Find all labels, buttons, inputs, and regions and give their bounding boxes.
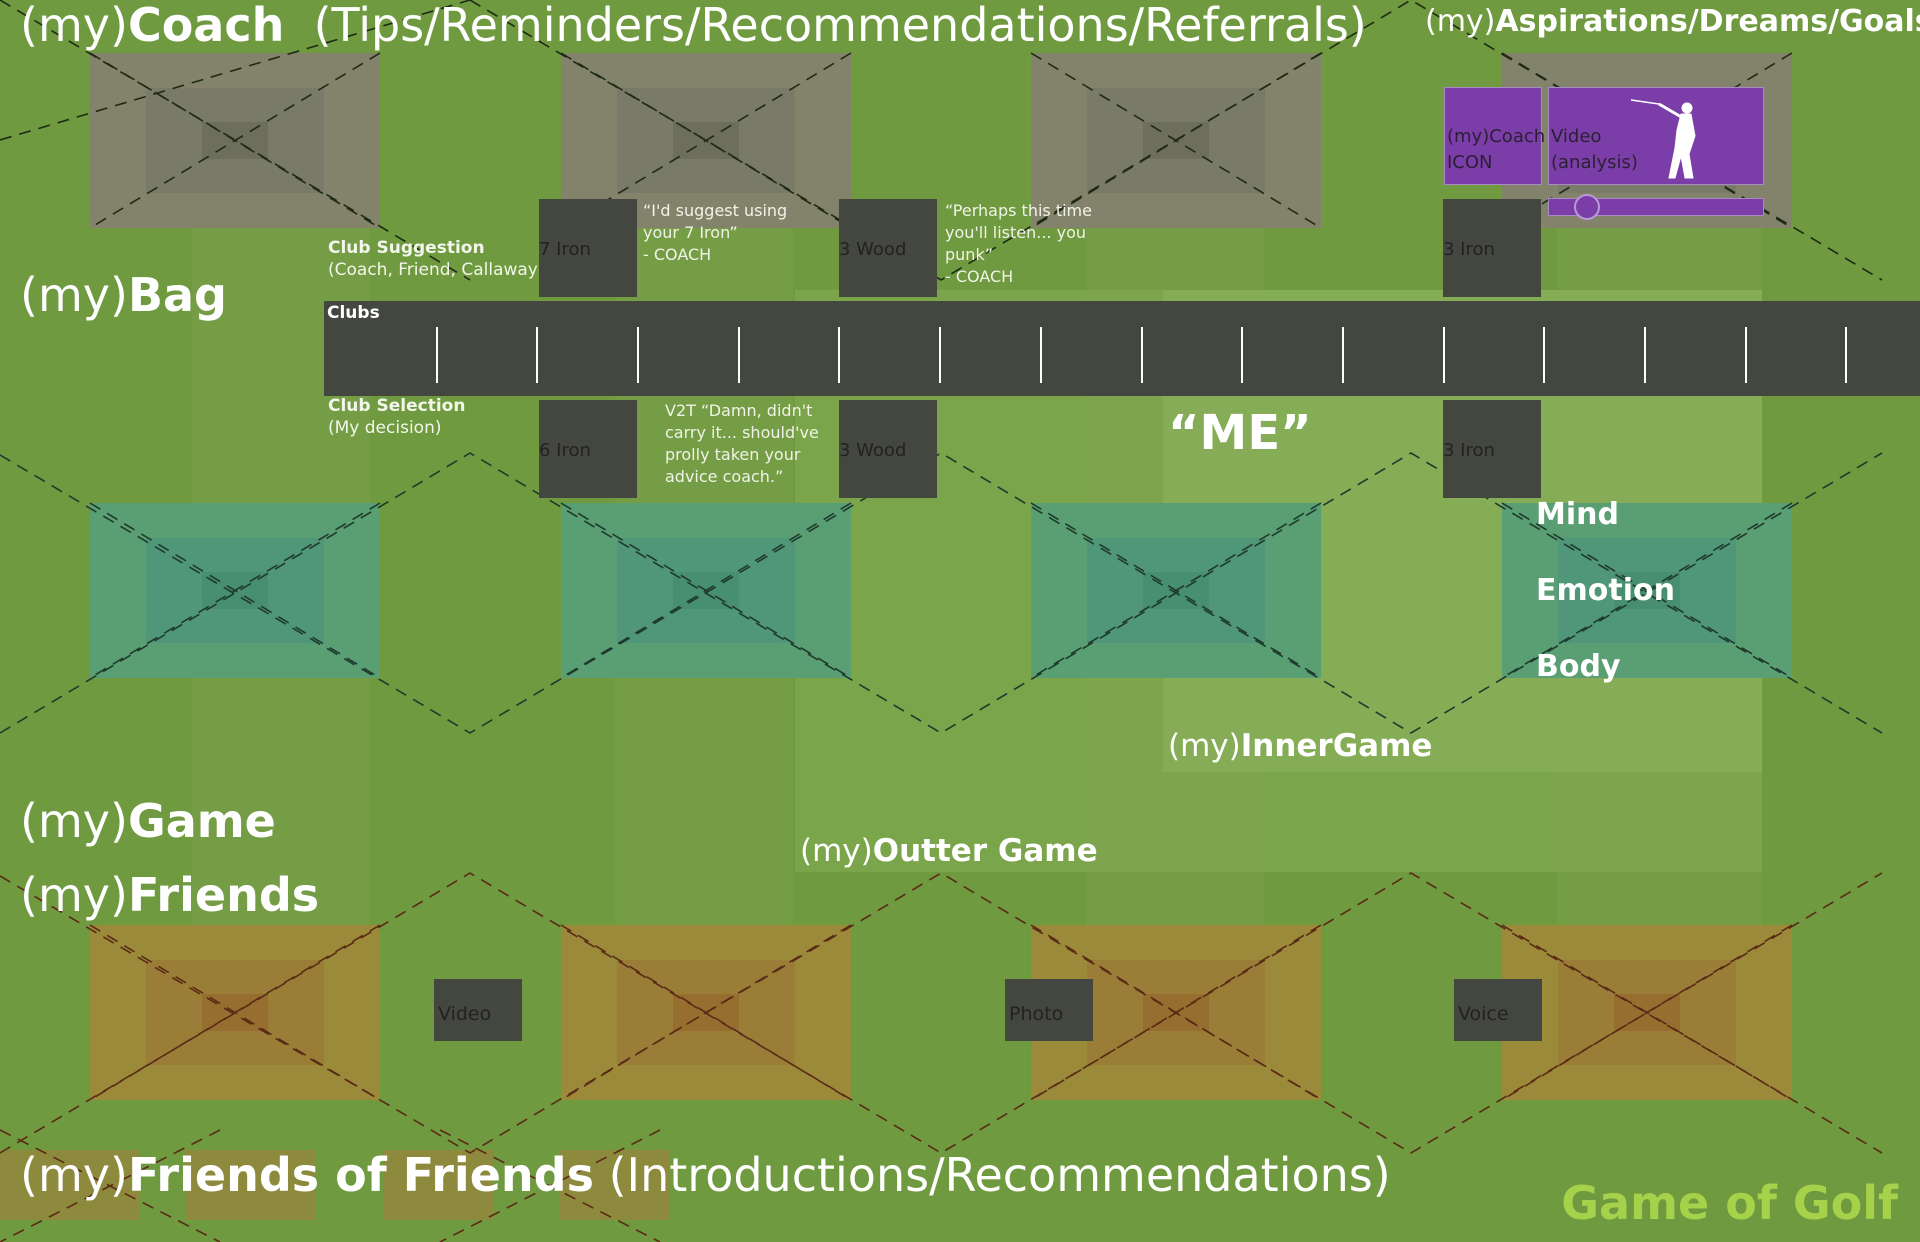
club-slot[interactable] (1241, 327, 1243, 383)
club-selection-label: Club Selection(My decision) (328, 396, 466, 438)
coach-heading: (my)Coach (Tips/Reminders/Recommendation… (20, 0, 1367, 52)
aspirations-heading: (my)Aspirations/Dreams/Goals (1425, 4, 1920, 39)
friends-of-friends-heading: (my)Friends of Friends (Introductions/Re… (20, 1148, 1391, 1202)
me-label: “ME” (1168, 405, 1312, 461)
club-slot[interactable] (939, 327, 941, 383)
bag-heading: (my)Bag (20, 268, 227, 322)
video-analysis-box[interactable]: Video(analysis) (1548, 87, 1764, 185)
brand-label: Game of Golf (1561, 1176, 1898, 1230)
club-slot[interactable] (1543, 327, 1545, 383)
club-slot[interactable] (738, 327, 740, 383)
club-suggestion-label: Club Suggestion(Coach, Friend, Callaway) (328, 238, 545, 280)
club-slot[interactable] (1845, 327, 1847, 383)
outter-game-heading: (my)Outter Game (800, 833, 1098, 869)
club-slot[interactable] (637, 327, 639, 383)
golfer-silhouette-icon (1630, 99, 1696, 179)
suggested-club-box[interactable]: 3 Wood (839, 199, 937, 297)
suggested-club-box[interactable]: 3 Iron (1443, 199, 1541, 297)
clubs-bar[interactable]: Clubs (324, 301, 1920, 396)
video-scrubber-track[interactable] (1548, 198, 1764, 216)
suggested-club-box[interactable]: 7 Iron (539, 199, 637, 297)
club-slot[interactable] (838, 327, 840, 383)
club-slot[interactable] (536, 327, 538, 383)
club-slot[interactable] (1342, 327, 1344, 383)
club-slot[interactable] (1040, 327, 1042, 383)
video-scrubber-handle[interactable] (1573, 194, 1600, 220)
photo-media-box[interactable]: Photo (1005, 979, 1093, 1041)
mind-label[interactable]: Mind (1536, 497, 1619, 532)
selected-club-box[interactable]: 6 Iron (539, 400, 637, 498)
club-slot[interactable] (436, 327, 438, 383)
video-media-box[interactable]: Video (434, 979, 522, 1041)
emotion-label[interactable]: Emotion (1536, 573, 1675, 608)
club-slot[interactable] (1141, 327, 1143, 383)
game-heading: (my)Game (20, 794, 276, 848)
friends-heading: (my)Friends (20, 868, 320, 922)
inner-game-heading: (my)InnerGame (1168, 728, 1433, 764)
club-slot[interactable] (1644, 327, 1646, 383)
selected-club-box[interactable]: 3 Iron (1443, 400, 1541, 498)
voice-media-box[interactable]: Voice (1454, 979, 1542, 1041)
club-slot[interactable] (1443, 327, 1445, 383)
clubs-bar-title: Clubs (327, 303, 380, 323)
body-label[interactable]: Body (1536, 649, 1621, 684)
club-slot[interactable] (1745, 327, 1747, 383)
selected-club-box[interactable]: 3 Wood (839, 400, 937, 498)
